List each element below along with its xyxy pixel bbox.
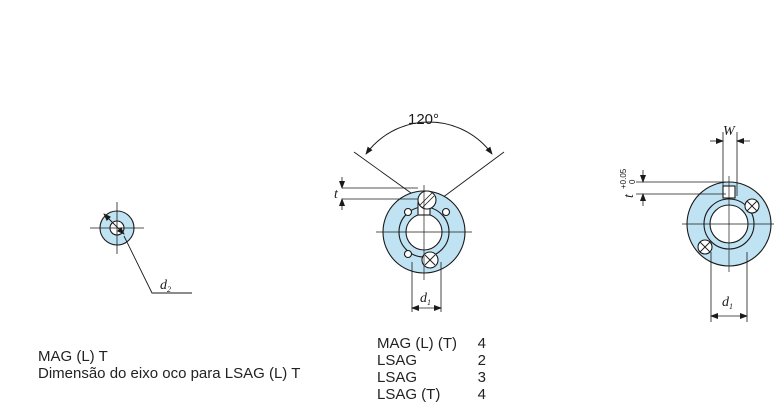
table-model: LSAG (377, 352, 418, 369)
table-model: LSAG (T) (377, 386, 441, 403)
table-model: LSAG (377, 369, 418, 386)
radial-line-left (353, 151, 419, 199)
table-count: 2 (477, 352, 486, 369)
table-row: MAG (L) (T) 4 (377, 335, 486, 352)
W-label: W (723, 124, 736, 139)
d2-leader (123, 235, 192, 294)
table-row: LSAG 3 (377, 369, 486, 386)
mount-hole-tl (403, 207, 413, 217)
d2-label: d2 (160, 278, 171, 294)
d1-label-right: d1 (722, 295, 733, 311)
top-hatched-hole (417, 190, 437, 210)
mount-hole-bl (403, 249, 413, 259)
flange-view-right (636, 132, 774, 322)
model-count-table: MAG (L) (T) 4 LSAG 2 LSAG 3 LSAG (T) 4 (377, 335, 486, 403)
t-label-middle: t (334, 187, 339, 202)
mount-hole-tr (441, 207, 451, 217)
table-count: 4 (477, 386, 486, 403)
t-label-right: t (622, 193, 637, 198)
radial-line-right (441, 151, 505, 199)
table-count: 4 (477, 335, 486, 352)
tolerance-upper: +0.05 (619, 168, 628, 189)
tolerance-lower: 0 (628, 179, 637, 184)
hollow-shaft-view (90, 202, 192, 294)
angle-label: 120° (408, 111, 439, 128)
table-row: LSAG (T) 4 (377, 386, 486, 403)
d2-diagonal-arrow (103, 213, 125, 235)
hollow-caption-line2: Dimensão do eixo oco para LSAG (L) T (38, 365, 301, 382)
flange-view-middle (339, 121, 505, 312)
table-count: 3 (477, 369, 486, 386)
angle-arc (365, 121, 493, 155)
table-row: LSAG 2 (377, 352, 486, 369)
table-model: MAG (L) (T) (377, 335, 457, 352)
hollow-shaft-caption: MAG (L) T Dimensão do eixo oco para LSAG… (38, 348, 300, 382)
hollow-caption-line1: MAG (L) T (38, 348, 108, 365)
d1-label-middle: d1 (420, 291, 431, 307)
